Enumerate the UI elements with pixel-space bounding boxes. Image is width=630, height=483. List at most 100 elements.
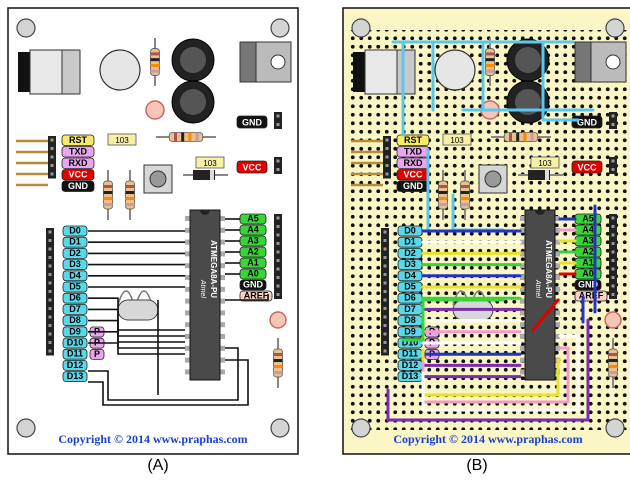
header-left-txd-label-box <box>61 146 95 158</box>
regulator-hole <box>270 54 286 70</box>
resistor-band <box>438 197 448 200</box>
chip-pin <box>520 239 525 245</box>
header-pin <box>50 138 54 142</box>
header-pin <box>611 168 615 171</box>
digital-d5-label-box <box>62 281 88 293</box>
header-pin <box>276 293 280 296</box>
header-pin <box>48 324 52 327</box>
header-left-rxd-label-box <box>61 157 95 169</box>
header-pin <box>276 123 280 126</box>
chip-pin <box>520 298 525 304</box>
header-pin <box>611 276 615 279</box>
digital-d5-label: D5 <box>69 282 81 292</box>
resistor-band <box>150 52 160 56</box>
chip-pin <box>220 263 225 269</box>
chip-pin <box>220 334 225 339</box>
header-pin <box>383 281 387 285</box>
chip-pin <box>185 275 190 280</box>
chip-pin <box>220 310 225 316</box>
trace-digital <box>88 331 185 349</box>
reset-button-cap <box>149 170 167 188</box>
header-left-gnd-label: GND <box>403 181 424 191</box>
header-pin <box>611 267 615 271</box>
led-2 <box>604 311 622 329</box>
regulator-leads <box>239 41 257 83</box>
analog-a2-label: A2 <box>582 247 594 257</box>
header-pin <box>611 216 615 220</box>
chip-pin <box>185 286 190 292</box>
chip-pin <box>520 322 525 328</box>
cap-103-a-box <box>442 133 472 146</box>
resistor-band <box>608 353 618 356</box>
chip-pin <box>185 239 190 245</box>
resistor-r5 <box>608 338 618 388</box>
resistor-band <box>438 191 448 194</box>
dc-jack-front <box>61 49 81 95</box>
caption-b: (B) <box>466 457 487 474</box>
header-pin <box>48 273 52 276</box>
chip-pin <box>220 227 225 233</box>
chip-pin <box>520 357 525 363</box>
digital-d13-label-box <box>62 371 88 383</box>
header-pin <box>50 172 54 176</box>
chip-pin <box>555 216 560 221</box>
cap-103-b-label: 103 <box>538 159 552 168</box>
header-left-vcc-label: VCC <box>68 170 88 180</box>
resistor-band <box>608 365 618 368</box>
vcc-header <box>609 157 617 174</box>
digital-d8-label-box <box>62 315 88 327</box>
header-pin <box>383 273 387 276</box>
header-left-rst-label: RST <box>69 135 88 145</box>
mount-hole-bl <box>351 418 371 438</box>
vcc-right-label-box <box>236 160 268 174</box>
analog-gnd-label: GND <box>578 280 599 290</box>
chip-pin <box>220 322 225 328</box>
diode-body <box>193 170 215 180</box>
chip-logo: Atmel <box>534 279 541 298</box>
resistor-band <box>273 371 283 374</box>
header-pin <box>48 281 52 285</box>
mount-hole-tl <box>351 18 371 38</box>
board-a: 103103RSTTXDRXDVCCGNDGNDVCCD0D1D2D3D4D5D… <box>7 7 299 455</box>
header-pin <box>383 349 387 353</box>
resistor-r4 <box>125 170 135 220</box>
resistor-band <box>125 185 135 188</box>
wire-loop-purple <box>386 318 590 422</box>
header-pin <box>276 168 280 171</box>
resistor-band <box>125 191 135 194</box>
digital-d9-label: D9 <box>69 326 81 336</box>
copyright-a: Copyright © 2014 www.praphas.com <box>58 432 247 446</box>
header-pin <box>48 307 52 310</box>
header-pin <box>276 276 280 279</box>
analog-gnd-label: GND <box>243 280 264 290</box>
header-left-rst-label-box <box>61 134 95 146</box>
mount-hole-tl <box>16 18 36 38</box>
chip-pin <box>520 216 525 221</box>
resistor-band <box>195 132 199 142</box>
gnd-top-label-box <box>571 115 603 129</box>
dc-jack-back <box>353 52 367 92</box>
resistor-band <box>485 63 495 67</box>
header-pin <box>611 293 615 296</box>
p-label-3: P <box>94 349 100 359</box>
digital-d8-label: D8 <box>404 315 416 325</box>
mount-hole-br <box>270 418 290 438</box>
resistor-r1 <box>150 38 160 86</box>
header-pin <box>276 216 280 220</box>
resistor-r2 <box>491 132 551 142</box>
mount-hole-bl <box>16 418 36 438</box>
chip-pin <box>555 263 560 269</box>
resistor-band <box>460 191 470 194</box>
vcc-right-label-box <box>571 160 603 174</box>
header-pin <box>48 290 52 293</box>
dc-jack-back <box>18 52 32 92</box>
header-pin <box>276 250 280 254</box>
chip-pin <box>520 251 525 257</box>
crystal <box>117 299 159 321</box>
header-pin <box>383 256 387 259</box>
chip-pin <box>220 239 225 245</box>
header-left-rxd-label: RXD <box>68 158 88 168</box>
resistor-band <box>273 365 283 368</box>
chip-pin <box>520 227 525 233</box>
chip-pin <box>185 251 190 257</box>
